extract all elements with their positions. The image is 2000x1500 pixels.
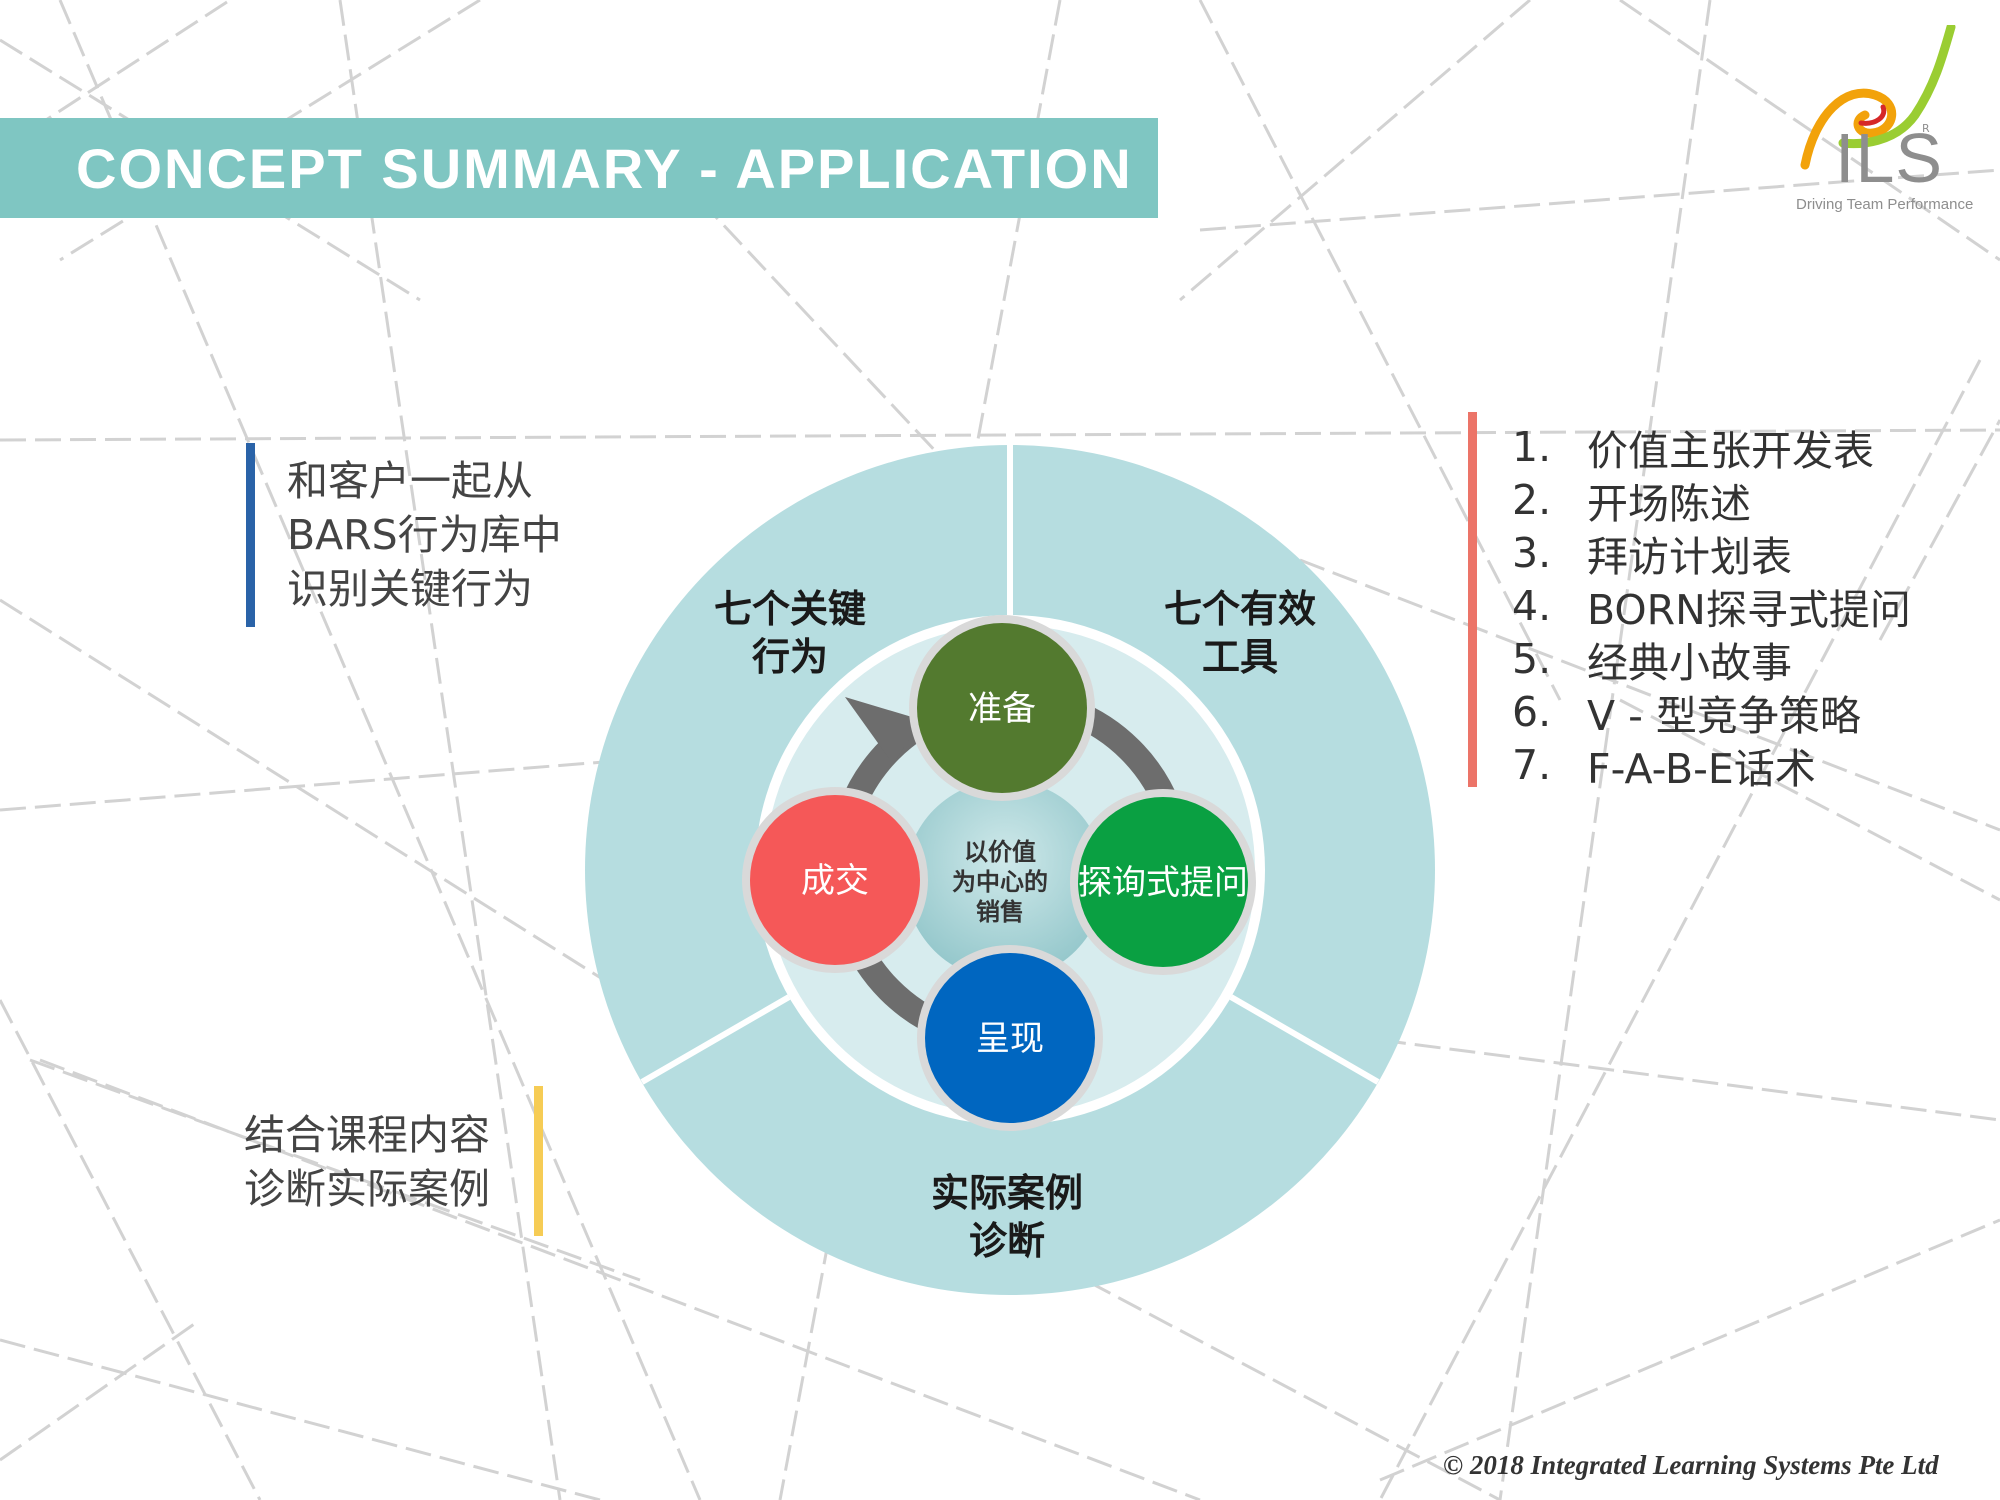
list-item: 3. 拜访计划表: [1512, 526, 1911, 581]
accent-bar-blue: [246, 443, 255, 627]
logo-tagline: Driving Team Performance: [1796, 196, 1974, 213]
note-identify-behaviors: 和客户一起从 BARS行为库中 识别关键行为: [287, 454, 562, 616]
segment-label-tools: 七个有效: [1164, 587, 1316, 631]
segment-label-behaviors: 行为: [752, 635, 828, 679]
registered-mark: R: [1922, 122, 1930, 135]
list-item-number: 4.: [1512, 581, 1552, 630]
list-item: 4. BORN探寻式提问: [1512, 579, 1911, 634]
note-line: BARS行为库中: [287, 511, 562, 559]
note-line: 诊断实际案例: [244, 1165, 490, 1213]
ils-swirl-logo-icon: [1800, 25, 1956, 170]
center-label-line: 销售: [976, 898, 1024, 926]
note-line: 结合课程内容: [244, 1111, 490, 1159]
segment-label-tools: 工具: [1202, 635, 1278, 679]
list-item-text: 拜访计划表: [1587, 532, 1792, 581]
list-item-number: 2.: [1512, 475, 1552, 524]
step-close: 成交: [742, 787, 928, 973]
cycle-arrow-head-icon: [845, 697, 922, 764]
list-item-number: 7.: [1512, 740, 1552, 789]
note-line: 识别关键行为: [287, 565, 533, 613]
copyright-notice: © 2018 Integrated Learning Systems Pte L…: [1443, 1450, 1939, 1480]
step-close-circle: [750, 795, 920, 965]
list-item-text: 经典小故事: [1587, 638, 1792, 687]
center-hub: [905, 780, 1105, 980]
accent-bar-yellow: [534, 1086, 543, 1236]
step-probing-circle: [1078, 797, 1248, 967]
title-bar: CONCEPT SUMMARY - APPLICATION: [0, 118, 1158, 218]
step-label: 探询式提问: [1078, 863, 1248, 903]
step-prepare-circle: [917, 623, 1087, 793]
step-label: 呈现: [976, 1019, 1044, 1059]
ring-dividers: [640, 445, 1380, 1085]
accent-bar-red: [1468, 412, 1477, 787]
list-item-number: 6.: [1512, 687, 1552, 736]
segment-label-behaviors: 七个关键: [714, 587, 866, 631]
list-item-text: 价值主张开发表: [1587, 426, 1874, 475]
list-item-number: 5.: [1512, 634, 1552, 683]
page-title: CONCEPT SUMMARY - APPLICATION: [76, 137, 1133, 200]
list-item: 1. 价值主张开发表: [1512, 420, 1911, 475]
list-item-number: 3.: [1512, 528, 1552, 577]
step-prepare: 准备: [909, 615, 1095, 801]
center-label-line: 以价值: [964, 838, 1036, 866]
list-item: 2. 开场陈述: [1512, 473, 1911, 528]
tools-list: 1. 价值主张开发表 2. 开场陈述 3. 拜访计划表 4. BORN探寻式提问 5. 经…: [1512, 420, 1911, 793]
list-item-text: F-A-B-E话术: [1587, 744, 1816, 793]
step-probing: 探询式提问: [1070, 789, 1256, 975]
list-item: 5. 经典小故事: [1512, 632, 1911, 687]
list-item: 7. F-A-B-E话术: [1512, 738, 1911, 793]
note-line: 和客户一起从: [287, 457, 533, 505]
list-item-number: 1.: [1512, 422, 1552, 471]
step-label: 准备: [968, 689, 1036, 729]
list-item-text: 开场陈述: [1587, 479, 1751, 528]
list-item-text: V - 型竞争策略: [1587, 691, 1861, 740]
segment-label-cases: 诊断: [969, 1219, 1045, 1263]
list-item: 6. V - 型竞争策略: [1512, 685, 1911, 740]
step-present-circle: [925, 953, 1095, 1123]
segment-label-cases: 实际案例: [931, 1171, 1083, 1215]
note-diagnose-cases: 结合课程内容 诊断实际案例: [244, 1108, 490, 1216]
center-label-line: 为中心的: [952, 868, 1048, 896]
logo-text: ILS: [1835, 119, 1944, 197]
list-item-text: BORN探寻式提问: [1587, 585, 1911, 634]
step-label: 成交: [801, 861, 869, 901]
step-present: 呈现: [917, 945, 1103, 1131]
